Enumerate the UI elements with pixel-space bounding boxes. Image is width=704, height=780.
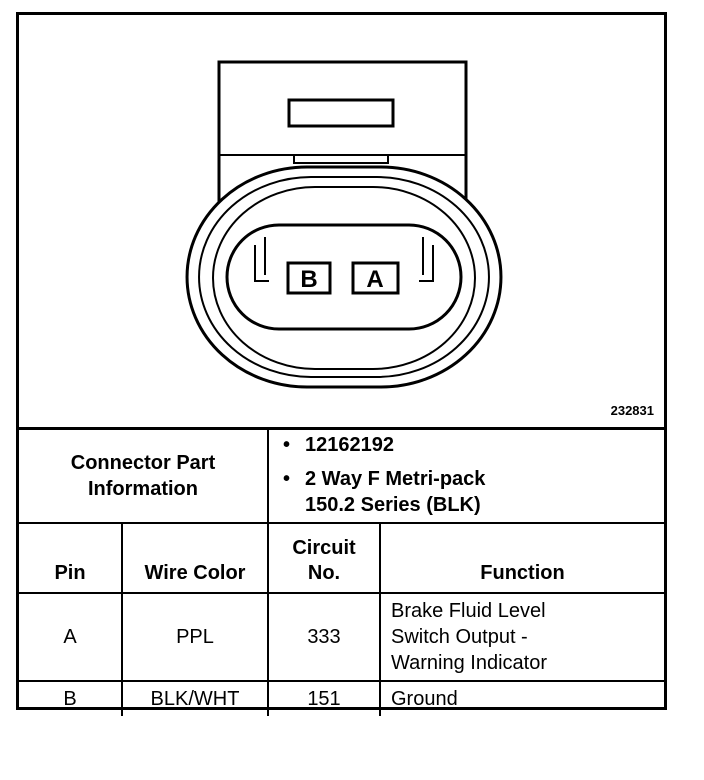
connector-frame: B A 232831 Connector Part Information 12…	[16, 12, 667, 716]
pin-cell: B	[19, 680, 123, 716]
pin-b-label: B	[300, 266, 317, 293]
part-description-line1: 2 Way F Metri-pack	[283, 466, 664, 492]
connector-info-table: Connector Part Information 12162192 2 Wa…	[19, 427, 665, 716]
pin-a-box	[351, 261, 400, 295]
wire-color-cell: BLK/WHT	[121, 680, 269, 716]
column-header-row: Pin Wire Color Circuit No. Function	[19, 522, 665, 594]
pin-a-label: A	[366, 266, 383, 293]
circuit-header: Circuit No.	[267, 522, 381, 594]
part-number: 12162192	[283, 432, 664, 458]
table-row: A PPL 333 Brake Fluid Level Switch Outpu…	[19, 592, 665, 682]
circuit-cell: 151	[267, 680, 381, 716]
function-cell: Brake Fluid Level Switch Output - Warnin…	[378, 592, 665, 682]
pin-header: Pin	[19, 522, 123, 594]
function-cell: Ground	[378, 680, 665, 716]
part-info-label: Connector Part Information	[19, 427, 269, 524]
pin-cell: A	[19, 592, 123, 682]
wire-color-header: Wire Color	[121, 522, 269, 594]
function-header: Function	[378, 522, 665, 594]
part-info-details: 12162192 2 Way F Metri-pack 150.2 Series…	[266, 427, 665, 524]
table-row: B BLK/WHT 151 Ground	[19, 680, 665, 716]
tab-slot	[287, 98, 395, 128]
pin-b-box	[286, 261, 332, 295]
part-description-line2: 150.2 Series (BLK)	[305, 494, 481, 516]
wire-color-cell: PPL	[121, 592, 269, 682]
part-info-row: Connector Part Information 12162192 2 Wa…	[19, 427, 665, 524]
figure-id: 232831	[610, 403, 654, 418]
circuit-cell: 333	[267, 592, 381, 682]
terminal-cavity	[225, 223, 463, 331]
connector-diagram: B A	[185, 60, 503, 389]
